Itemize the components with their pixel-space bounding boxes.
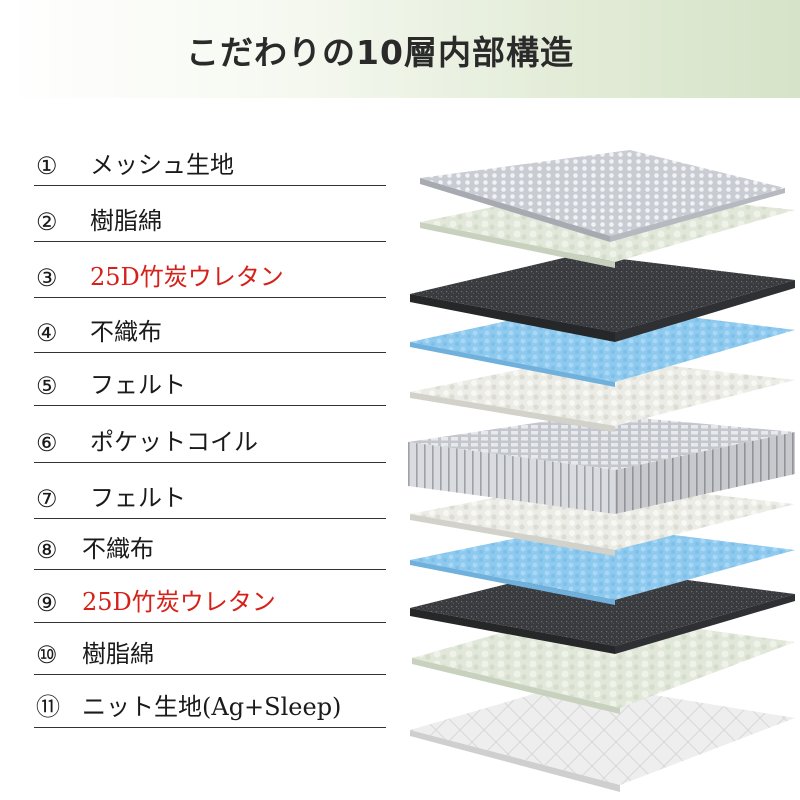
layer-item-7: ⑦ フェルト — [34, 479, 386, 519]
layer-divider — [34, 569, 386, 570]
layer-label: ポケットコイル — [90, 428, 258, 456]
layer-label: ニット生地(Ag+Sleep) — [82, 693, 342, 721]
nonwoven-layer-icon — [410, 524, 795, 605]
resin-cotton-layer-icon — [412, 612, 795, 714]
layer-number: ④ — [36, 319, 58, 347]
layer-divider — [34, 405, 386, 406]
layer-item-11: ⑪ ニット生地(Ag+Sleep) — [34, 688, 386, 728]
layer-divider — [34, 727, 386, 728]
layer-divider — [34, 462, 386, 463]
layer-label: 不織布 — [82, 535, 154, 563]
layer-number: ⑪ — [36, 693, 60, 721]
layer-divider — [34, 241, 386, 242]
layer-number: ② — [36, 208, 58, 236]
pocket-coil-layer-icon — [408, 414, 795, 514]
felt-layer-icon — [410, 356, 795, 432]
layer-divider — [34, 352, 386, 353]
layer-item-2: ② 樹脂綿 — [34, 202, 386, 242]
layer-item-4: ④ 不織布 — [34, 313, 386, 353]
layer-label: 不織布 — [90, 318, 162, 346]
layer-stack-illustration — [408, 150, 795, 792]
layer-item-8: ⑧ 不織布 — [34, 530, 386, 570]
layer-divider — [34, 518, 386, 519]
layer-number: ⑤ — [36, 372, 58, 400]
header-banner: こだわりの10層内部構造 — [0, 0, 800, 98]
layer-number: ⑩ — [36, 641, 58, 669]
layer-item-10: ⑩ 樹脂綿 — [34, 635, 386, 675]
knit-fabric-layer-icon — [410, 682, 795, 792]
mesh-fabric-layer-icon — [420, 150, 785, 242]
layer-item-6: ⑥ ポケットコイル — [34, 423, 386, 463]
nonwoven-layer-icon — [410, 304, 795, 387]
layer-item-5: ⑤ フェルト — [34, 366, 386, 406]
layer-divider — [34, 622, 386, 623]
mattress-layer-stack — [400, 130, 800, 800]
layer-item-1: ① メッシュ生地 — [34, 146, 386, 186]
page-title: こだわりの10層内部構造 — [186, 33, 574, 72]
charcoal-urethane-layer-icon — [410, 254, 795, 342]
layer-number: ⑧ — [36, 536, 58, 564]
layer-number: ⑥ — [36, 429, 58, 457]
layer-label: フェルト — [90, 371, 186, 399]
layer-divider — [34, 185, 386, 186]
layer-number: ③ — [36, 264, 58, 292]
layer-label-highlight: 25D竹炭ウレタン — [82, 588, 276, 616]
layer-list: ① メッシュ生地 ② 樹脂綿 ③ 25D竹炭ウレタン ④ 不織布 ⑤ フェルト … — [34, 146, 386, 728]
layer-item-9: ⑨ 25D竹炭ウレタン — [34, 583, 386, 623]
layer-divider — [34, 674, 386, 675]
layer-label: メッシュ生地 — [90, 151, 234, 179]
layer-label: フェルト — [90, 484, 186, 512]
layer-item-3: ③ 25D竹炭ウレタン — [34, 258, 386, 298]
layer-label: 樹脂綿 — [82, 640, 154, 668]
layer-label: 樹脂綿 — [90, 207, 162, 235]
layer-number: ⑦ — [36, 485, 58, 513]
layer-number: ⑨ — [36, 589, 58, 617]
layer-number: ① — [36, 152, 58, 180]
layer-label-highlight: 25D竹炭ウレタン — [90, 263, 284, 291]
layer-divider — [34, 297, 386, 298]
charcoal-urethane-layer-icon — [410, 566, 795, 654]
